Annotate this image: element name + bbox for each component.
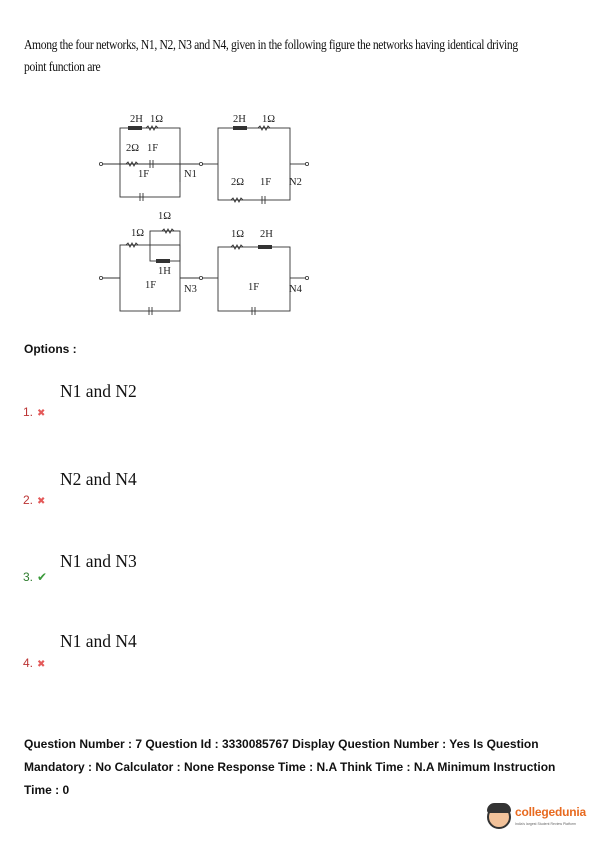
- wrong-mark-icon: ✖: [37, 496, 46, 507]
- n4-top-left-label: 1Ω: [231, 229, 244, 240]
- n1-label: N1: [184, 169, 197, 180]
- option-3-number[interactable]: 3.✔: [23, 570, 47, 584]
- n1-top-left-label: 2H: [130, 114, 143, 125]
- n4-top-right-label: 2H: [260, 229, 273, 240]
- option-4-text[interactable]: N1 and N4: [60, 631, 137, 651]
- n3-cap-label: 1F: [145, 280, 156, 291]
- option-3-text[interactable]: N1 and N3: [60, 551, 137, 571]
- network-n2: 2H 1Ω 2Ω 1F N2: [202, 114, 309, 204]
- n1-top-right-label: 1Ω: [150, 114, 163, 125]
- collegedunia-logo[interactable]: collegedunia India's largest Student Rev…: [487, 803, 587, 835]
- n2-bot-right-label: 1F: [260, 177, 271, 188]
- wrong-mark-icon: ✖: [37, 659, 46, 670]
- n3-r-left-label: 1Ω: [131, 228, 144, 239]
- option-4-number[interactable]: 4.✖: [23, 656, 45, 670]
- option-1-number[interactable]: 1.✖: [23, 405, 45, 419]
- n2-top-left-label: 2H: [233, 114, 246, 125]
- n1-cap-label: 1F: [138, 169, 149, 180]
- options-heading: Options :: [24, 342, 77, 356]
- network-n4: 1Ω 2H 1F N4: [202, 229, 309, 315]
- n3-inductor: [156, 259, 170, 263]
- n4-inductor: [258, 245, 272, 249]
- option-number: 3.: [23, 570, 34, 584]
- n2-label: N2: [289, 177, 302, 188]
- n2-inductor: [233, 126, 247, 130]
- network-figure: 2H 1Ω 2Ω 1F 1F N1 2H 1Ω 2Ω 1F N2 1Ω: [98, 114, 309, 315]
- question-metadata: Question Number : 7 Question Id : 333008…: [24, 737, 556, 797]
- option-number: 1.: [23, 405, 34, 419]
- option-number: 4.: [23, 656, 34, 670]
- n2-bot-left-label: 2Ω: [231, 177, 244, 188]
- check-mark-icon: ✔: [37, 570, 48, 584]
- n3-label: N3: [184, 284, 197, 295]
- n1-mid-left-label: 2Ω: [126, 143, 139, 154]
- mascot-hair: [487, 803, 511, 813]
- network-n3: 1Ω 1Ω 1H 1F N3: [98, 211, 204, 315]
- question-text: Among the four networks, N1, N2, N3 and …: [24, 37, 518, 74]
- brand-name: collegedunia: [515, 805, 586, 819]
- option-1-text[interactable]: N1 and N2: [60, 381, 137, 401]
- n3-ind-label: 1H: [158, 266, 171, 277]
- n1-inductor: [128, 126, 142, 130]
- network-n1: 2H 1Ω 2Ω 1F 1F N1: [98, 114, 204, 201]
- option-2-number[interactable]: 2.✖: [23, 493, 45, 507]
- option-2-text[interactable]: N2 and N4: [60, 469, 137, 489]
- brand-tagline: India's largest Student Review Platform: [515, 822, 576, 826]
- n4-cap-label: 1F: [248, 282, 259, 293]
- n1-mid-right-label: 1F: [147, 143, 158, 154]
- option-number: 2.: [23, 493, 34, 507]
- n2-top-right-label: 1Ω: [262, 114, 275, 125]
- n3-r-top-label: 1Ω: [158, 211, 171, 222]
- wrong-mark-icon: ✖: [37, 408, 46, 419]
- n4-label: N4: [289, 284, 303, 295]
